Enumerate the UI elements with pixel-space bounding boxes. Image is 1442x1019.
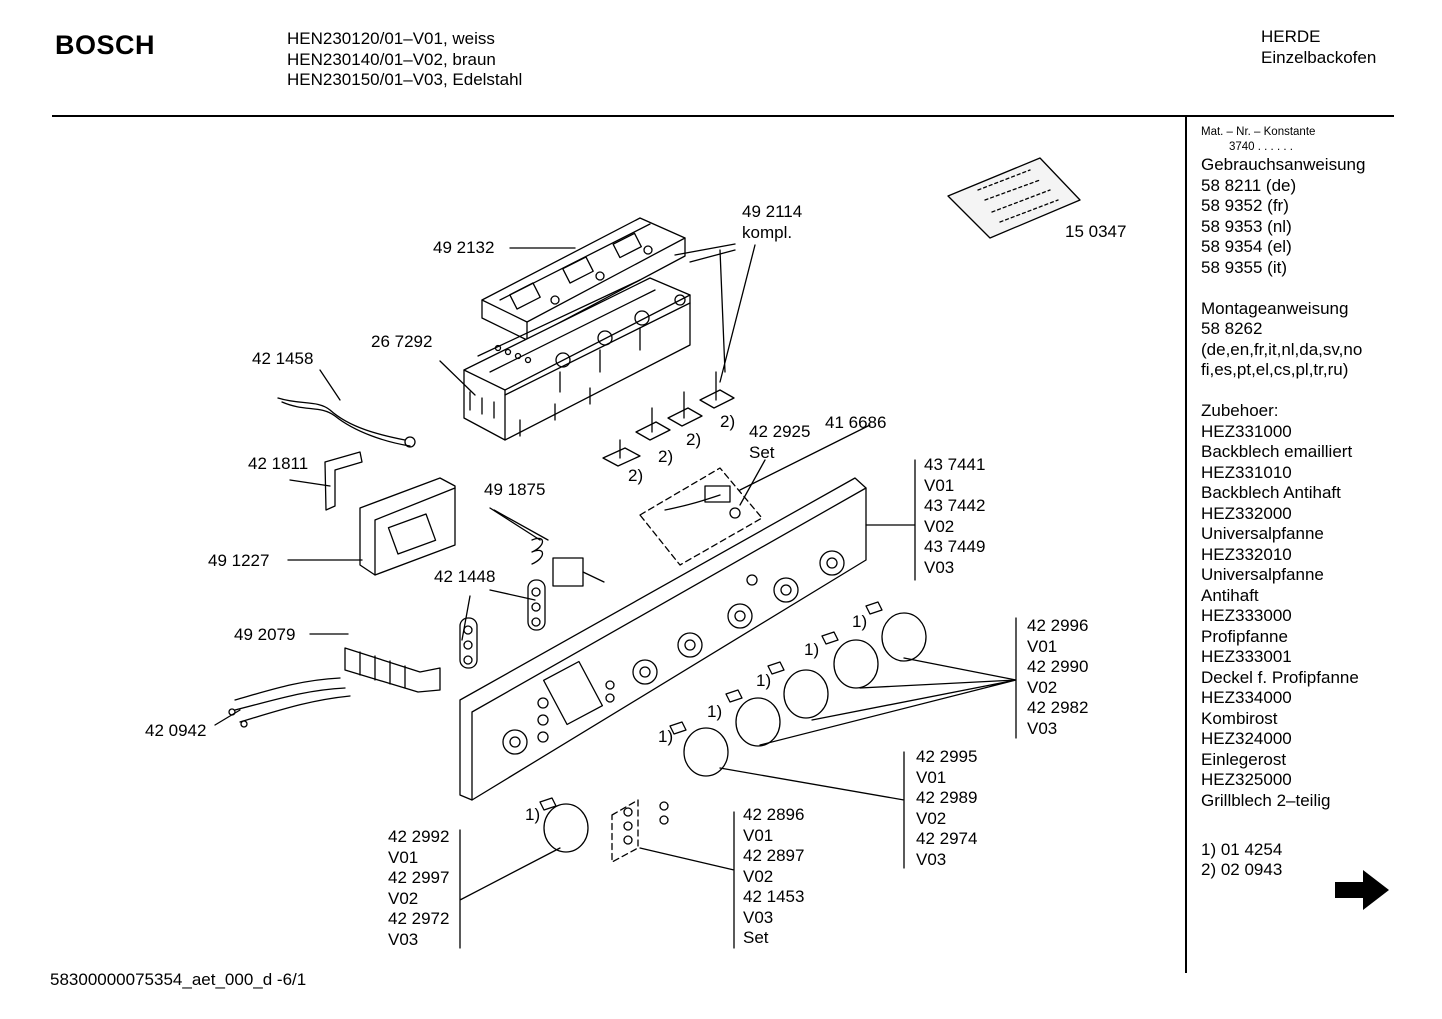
footnote-marker: 1) — [658, 727, 674, 746]
part-number: 41 6686 — [825, 413, 887, 432]
category-line: HERDE — [1261, 27, 1321, 46]
manual-item: 58 9352 (fr) — [1201, 196, 1289, 215]
footnote-marker: 1) — [756, 671, 772, 690]
accessory-item: Profipfanne — [1201, 626, 1288, 646]
accessory-item: Deckel f. Profipfanne — [1201, 667, 1359, 687]
keypad-seal-part — [459, 579, 546, 669]
accessory-item: Antihaft — [1201, 585, 1259, 605]
manual-item: 58 9353 (nl) — [1201, 216, 1292, 236]
part-number: 49 1227 — [208, 551, 270, 570]
part-number: 49 2079 — [234, 625, 296, 644]
part-number: 42 0942 — [145, 721, 207, 740]
next-page-arrow-icon[interactable] — [1333, 868, 1391, 912]
sidebar-divider — [1185, 115, 1187, 973]
leader-lines — [214, 243, 1017, 949]
category-line: Einzelbackofen — [1261, 47, 1377, 67]
accessory-item: Universalpfanne — [1201, 565, 1324, 584]
accessory-item: HEZ333001 — [1201, 647, 1292, 666]
accessory-item: Einlegerost — [1201, 749, 1287, 769]
accessory-item: HEZ334000 — [1201, 688, 1292, 707]
electronic-module-part — [359, 477, 456, 576]
bracket-part — [324, 451, 363, 511]
sidebar: Mat. – Nr. – Konstante 3740 . . . . . . … — [1201, 125, 1365, 881]
document-number: 58300000075354_aet_000_d -6/1 — [50, 970, 307, 989]
control-panel-part — [459, 477, 867, 801]
accessory-item: Grillblech 2–teilig — [1201, 790, 1331, 810]
accessory-item: Universalpfanne — [1201, 524, 1324, 543]
thermostat-part — [489, 507, 605, 587]
part-number: 42 1458 — [252, 349, 314, 368]
accessory-item: HEZ332010 — [1201, 544, 1292, 564]
screw-bag-part — [947, 157, 1081, 239]
footnote-marker: 1) — [804, 640, 820, 659]
install-item: 58 8262 — [1201, 319, 1263, 338]
install-item: (de,en,fr,it,nl,da,sv,no — [1201, 339, 1363, 359]
footnote-marker: 2) — [658, 447, 674, 466]
accessory-item: Kombirost — [1201, 708, 1278, 728]
exploded-diagram — [214, 157, 1081, 949]
wire-harness-part — [277, 397, 416, 448]
footnote-marker: 2) — [720, 412, 736, 431]
accessory-item: HEZ331000 — [1201, 421, 1292, 441]
install-title: Montageanweisung — [1201, 298, 1349, 318]
part-number: 49 1875 — [484, 480, 546, 499]
accessory-item: HEZ332000 — [1201, 503, 1292, 523]
footnote-marker: 1) — [707, 702, 723, 721]
footnote: 1) 01 4254 — [1201, 839, 1283, 859]
accessory-item: HEZ333000 — [1201, 606, 1292, 625]
footnote-marker: 2) — [686, 430, 702, 449]
model-line: HEN230120/01–V01, weiss — [287, 29, 495, 48]
model-line: HEN230140/01–V02, braun — [287, 49, 496, 69]
manual-item: 58 9355 (it) — [1201, 257, 1287, 277]
category: HERDE Einzelbackofen — [1261, 27, 1376, 68]
accessory-item: Backblech emailliert — [1201, 442, 1353, 461]
manual-item: 58 8211 (de) — [1201, 175, 1297, 195]
control-knobs — [539, 601, 927, 853]
part-number: 42 1448 — [434, 567, 496, 586]
footnote-marker: 1) — [852, 612, 868, 631]
model-line: HEN230150/01–V03, Edelstahl — [287, 70, 523, 89]
wiring-set-part — [639, 467, 763, 566]
footnote: 2) 02 0943 — [1201, 860, 1283, 879]
part-number: 49 2132 — [433, 238, 495, 257]
part-number: 15 0347 — [1065, 222, 1127, 241]
housing-part — [463, 277, 691, 441]
accessory-item: HEZ331010 — [1201, 462, 1292, 482]
accessory-item: HEZ324000 — [1201, 729, 1292, 748]
connecting-wires-part — [228, 677, 351, 728]
footnote-marker: 1) — [525, 805, 541, 824]
part-number: 42 1811 — [248, 454, 309, 473]
mat-label: Mat. – Nr. – Konstante — [1201, 126, 1316, 138]
mat-value: 3740 . . . . . . — [1229, 141, 1293, 153]
manual-item: 58 9354 (el) — [1201, 237, 1292, 256]
manual-title: Gebrauchsanweisung — [1201, 155, 1366, 174]
header-divider — [52, 115, 1394, 117]
part-number: 26 7292 — [371, 332, 433, 351]
accessory-item: HEZ325000 — [1201, 770, 1292, 789]
terminal-block-part — [344, 647, 441, 693]
model-list: HEN230120/01–V01, weiss HEN230140/01–V02… — [287, 29, 522, 91]
switch-contacts-part — [602, 371, 735, 467]
accessories-title: Zubehoer: — [1201, 401, 1279, 420]
accessory-item: Backblech Antihaft — [1201, 483, 1341, 502]
brand-logo: BOSCH — [55, 30, 156, 60]
install-item: fi,es,pt,el,cs,pl,tr,ru) — [1201, 360, 1349, 379]
screws-set-part — [611, 799, 669, 863]
footnote-marker: 2) — [628, 466, 644, 485]
top-frame-part — [481, 217, 686, 341]
